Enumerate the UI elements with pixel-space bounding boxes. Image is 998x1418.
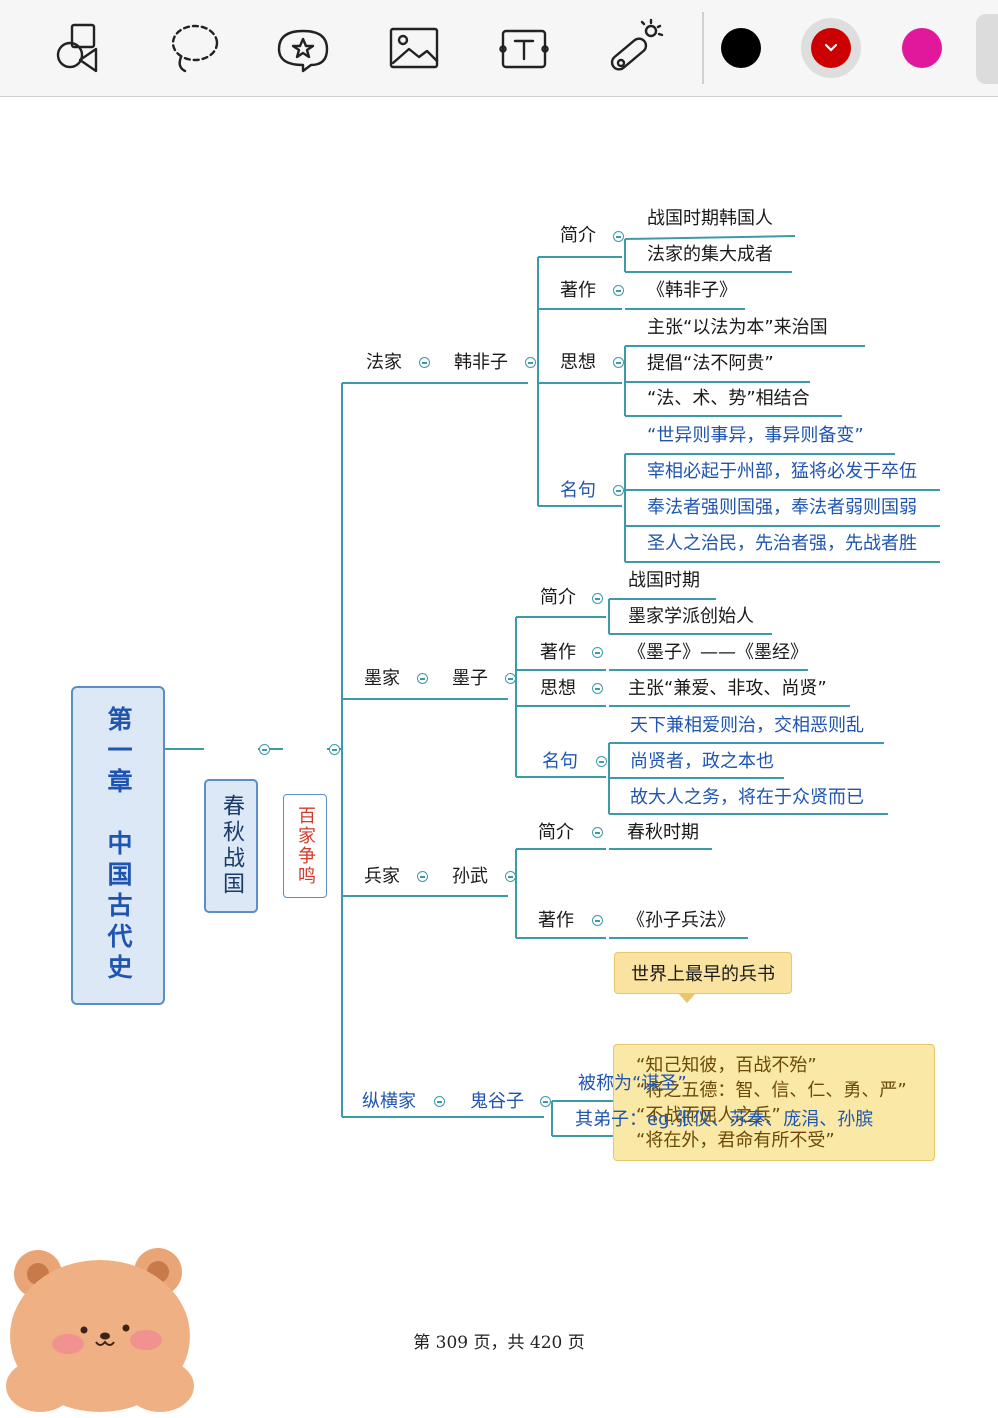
shapes-icon <box>56 23 98 73</box>
chapter-title-node[interactable]: 第一章 中国古代史 <box>71 686 165 1005</box>
laser-pointer-tool-button[interactable] <box>598 14 668 84</box>
collapse-toggle-mohism[interactable] <box>417 673 428 684</box>
military-quotes-note[interactable]: “知己知彼，百战不殆” “将之五德：智、信、仁、勇、严” “不战而屈人之兵” “… <box>613 1044 935 1161</box>
mohism-thought-1[interactable]: 主张“兼爱、非攻、尚贤” <box>628 678 827 699</box>
school-diplomacy[interactable]: 纵横家 <box>362 1091 416 1112</box>
military-quote-1: “知己知彼，百战不殆” <box>636 1055 817 1076</box>
collapse-toggle-hanfeizi[interactable] <box>525 357 536 368</box>
legalism-intro-2[interactable]: 法家的集大成者 <box>647 244 773 265</box>
school-military[interactable]: 兵家 <box>364 866 400 887</box>
collapse-toggle-mohism-thought[interactable] <box>592 683 603 694</box>
person-mozi[interactable]: 墨子 <box>452 668 488 689</box>
legalism-thought-3[interactable]: “法、术、势”相结合 <box>647 388 810 409</box>
mohism-quote-3[interactable]: 故大人之务，将在于众贤而已 <box>630 787 864 808</box>
school-legalism[interactable]: 法家 <box>366 352 402 373</box>
military-intro-1[interactable]: 春秋时期 <box>627 822 699 843</box>
drawing-toolbar <box>0 0 998 97</box>
collapse-toggle-guiguzi[interactable] <box>540 1096 551 1107</box>
mohism-works-1[interactable]: 《墨子》——《墨经》 <box>628 642 808 663</box>
collapse-toggle-topic[interactable] <box>329 744 340 755</box>
collapse-toggle-mozi[interactable] <box>505 673 516 684</box>
collapse-toggle-mohism-intro[interactable] <box>592 593 603 604</box>
mohism-intro-1[interactable]: 战国时期 <box>628 570 700 591</box>
mohism-works-label[interactable]: 著作 <box>540 642 576 663</box>
color-swatch-black[interactable] <box>721 28 761 68</box>
legalism-intro-1[interactable]: 战国时期韩国人 <box>647 208 773 229</box>
laser-pointer-icon <box>610 18 664 71</box>
mohism-quotes-label[interactable]: 名句 <box>542 751 578 772</box>
page-indicator: 第 309 页，共 420 页 <box>413 1333 585 1353</box>
collapse-toggle-sunwu[interactable] <box>505 871 516 882</box>
legalism-quotes-label[interactable]: 名句 <box>560 480 596 501</box>
color-swatch-magenta[interactable] <box>902 28 942 68</box>
mindmap-page: 第一章 中国古代史 春秋战国 百家争鸣 法家 韩非子 简介 战国时期韩国人 法家… <box>0 97 998 1418</box>
military-quote-3: “不战而屈人之兵” <box>636 1105 781 1126</box>
collapse-toggle-legalism[interactable] <box>419 357 430 368</box>
collapse-toggle-legalism-thought[interactable] <box>613 357 624 368</box>
mohism-quote-1[interactable]: 天下兼相爱则治，交相恶则乱 <box>630 715 864 736</box>
military-quote-2: “将之五德：智、信、仁、勇、严” <box>636 1080 907 1101</box>
military-quote-4: “将在外，君命有所不受” <box>636 1130 835 1151</box>
collapse-toggle-military[interactable] <box>417 871 428 882</box>
collapse-toggle-chapter[interactable] <box>259 744 270 755</box>
collapse-toggle-military-works[interactable] <box>592 915 603 926</box>
diplomacy-item-1[interactable]: 被称为“谋圣” <box>578 1073 687 1094</box>
collapse-toggle-mohism-quotes[interactable] <box>596 756 607 767</box>
legalism-works-1[interactable]: 《韩非子》 <box>647 280 737 301</box>
mohism-intro-2[interactable]: 墨家学派创始人 <box>628 606 754 627</box>
school-mohism[interactable]: 墨家 <box>364 668 400 689</box>
military-callout-tail <box>678 993 696 1003</box>
collapse-toggle-legalism-quotes[interactable] <box>613 485 624 496</box>
text-tool-button[interactable] <box>488 14 558 84</box>
lasso-icon <box>171 24 219 73</box>
military-intro-label[interactable]: 简介 <box>538 822 574 843</box>
legalism-intro-label[interactable]: 简介 <box>560 225 596 246</box>
mohism-thought-label[interactable]: 思想 <box>540 678 576 699</box>
legalism-thought-2[interactable]: 提倡“法不阿贵” <box>647 353 774 374</box>
legalism-quote-1[interactable]: “世异则事异，事异则备变” <box>647 425 864 446</box>
collapse-toggle-military-intro[interactable] <box>592 827 603 838</box>
collapse-toggle-legalism-intro[interactable] <box>613 231 624 242</box>
mohism-intro-label[interactable]: 简介 <box>540 587 576 608</box>
bear-sticker-image <box>6 1248 194 1412</box>
diplomacy-item-2[interactable]: 其弟子：eg.张仪、苏秦、庞涓、孙膑 <box>575 1109 874 1130</box>
person-sunwu[interactable]: 孙武 <box>452 866 488 887</box>
legalism-quote-4[interactable]: 圣人之治民，先治者强，先战者胜 <box>647 533 917 554</box>
collapse-toggle-legalism-works[interactable] <box>613 285 624 296</box>
legalism-thought-1[interactable]: 主张“以法为本”来治国 <box>647 317 828 338</box>
legalism-works-label[interactable]: 著作 <box>560 280 596 301</box>
person-guiguzi[interactable]: 鬼谷子 <box>470 1091 524 1112</box>
mohism-quote-2[interactable]: 尚贤者，政之本也 <box>630 751 774 772</box>
person-hanfeizi[interactable]: 韩非子 <box>454 352 508 373</box>
legalism-quote-2[interactable]: 宰相必起于州部，猛将必发于卒伍 <box>647 461 917 482</box>
collapse-toggle-mohism-works[interactable] <box>592 647 603 658</box>
chevron-down-icon <box>824 43 838 52</box>
sticker-tool-button[interactable] <box>268 14 338 84</box>
military-callout-note[interactable]: 世界上最早的兵书 <box>614 952 792 994</box>
military-works-label[interactable]: 著作 <box>538 910 574 931</box>
toolbar-more-button[interactable] <box>976 14 998 84</box>
sticker-star-icon <box>277 29 329 73</box>
color-swatch-red[interactable] <box>811 28 851 68</box>
legalism-quote-3[interactable]: 奉法者强则国强，奉法者弱则国弱 <box>647 497 917 518</box>
text-box-icon <box>499 29 549 69</box>
period-node[interactable]: 春秋战国 <box>204 779 258 913</box>
collapse-toggle-diplomacy[interactable] <box>434 1096 445 1107</box>
image-icon <box>389 27 439 69</box>
image-tool-button[interactable] <box>378 14 448 84</box>
lasso-tool-button[interactable] <box>158 14 228 84</box>
legalism-thought-label[interactable]: 思想 <box>560 352 596 373</box>
topic-node[interactable]: 百家争鸣 <box>283 794 327 898</box>
shapes-tool-button[interactable] <box>47 14 117 84</box>
military-works-1[interactable]: 《孙子兵法》 <box>627 910 735 931</box>
toolbar-divider <box>702 12 704 84</box>
